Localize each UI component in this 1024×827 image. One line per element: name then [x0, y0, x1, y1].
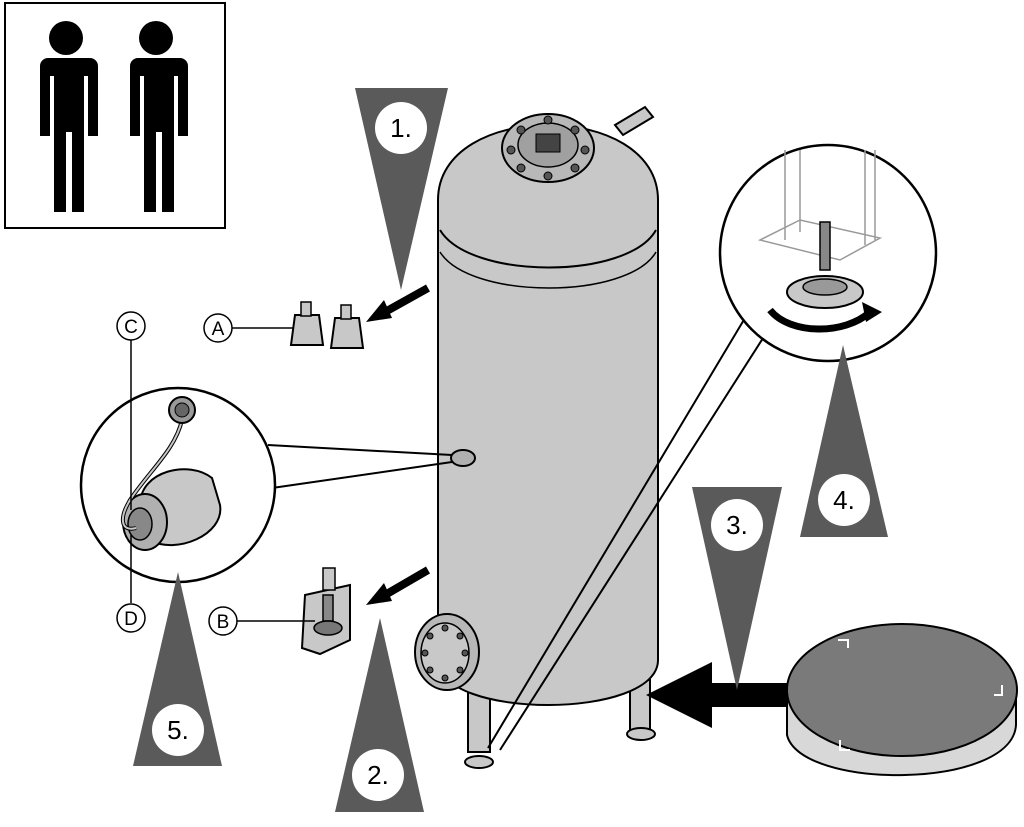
callout-a: A: [203, 313, 233, 343]
step-1-label: 1.: [390, 113, 412, 143]
step-3-triangle: 3.: [692, 487, 782, 690]
protective-lid: [786, 623, 1018, 777]
step-2-triangle: 2.: [335, 618, 424, 812]
callout-d: D: [116, 603, 146, 633]
step-2-label: 2.: [367, 760, 389, 790]
part-a-caps: [232, 301, 365, 349]
arrow-remove-lid: [646, 662, 787, 728]
callout-d-label: D: [124, 609, 138, 630]
foot-detail: [487, 143, 938, 751]
step-1-badge: [375, 102, 427, 154]
step-5-triangle: 5.: [133, 572, 222, 766]
step-4-badge: [818, 474, 870, 526]
step-4-triangle: 4.: [800, 345, 888, 537]
step-2-badge: [352, 749, 404, 801]
step-3-label: 3.: [726, 510, 748, 540]
storage-tank: [414, 105, 659, 769]
arrow-remove-caps: [366, 284, 430, 322]
two-persons-icon: [4, 2, 226, 229]
callout-b: B: [208, 606, 238, 636]
step-5-badge: [152, 704, 204, 756]
step-4-label: 4.: [833, 485, 855, 515]
arrow-mount-bracket: [366, 566, 431, 605]
part-b-bracket: [237, 567, 351, 656]
callout-c-label: C: [124, 317, 138, 338]
callout-b-label: B: [217, 612, 230, 633]
sensor-detail: [79, 340, 453, 603]
callout-c: C: [116, 311, 146, 341]
step-3-badge: [711, 499, 763, 551]
callout-a-label: A: [212, 319, 225, 340]
step-1-triangle: 1.: [355, 88, 448, 290]
step-triangles: 1. 2. 3. 4. 5.: [133, 88, 888, 812]
step-5-label: 5.: [167, 715, 189, 745]
